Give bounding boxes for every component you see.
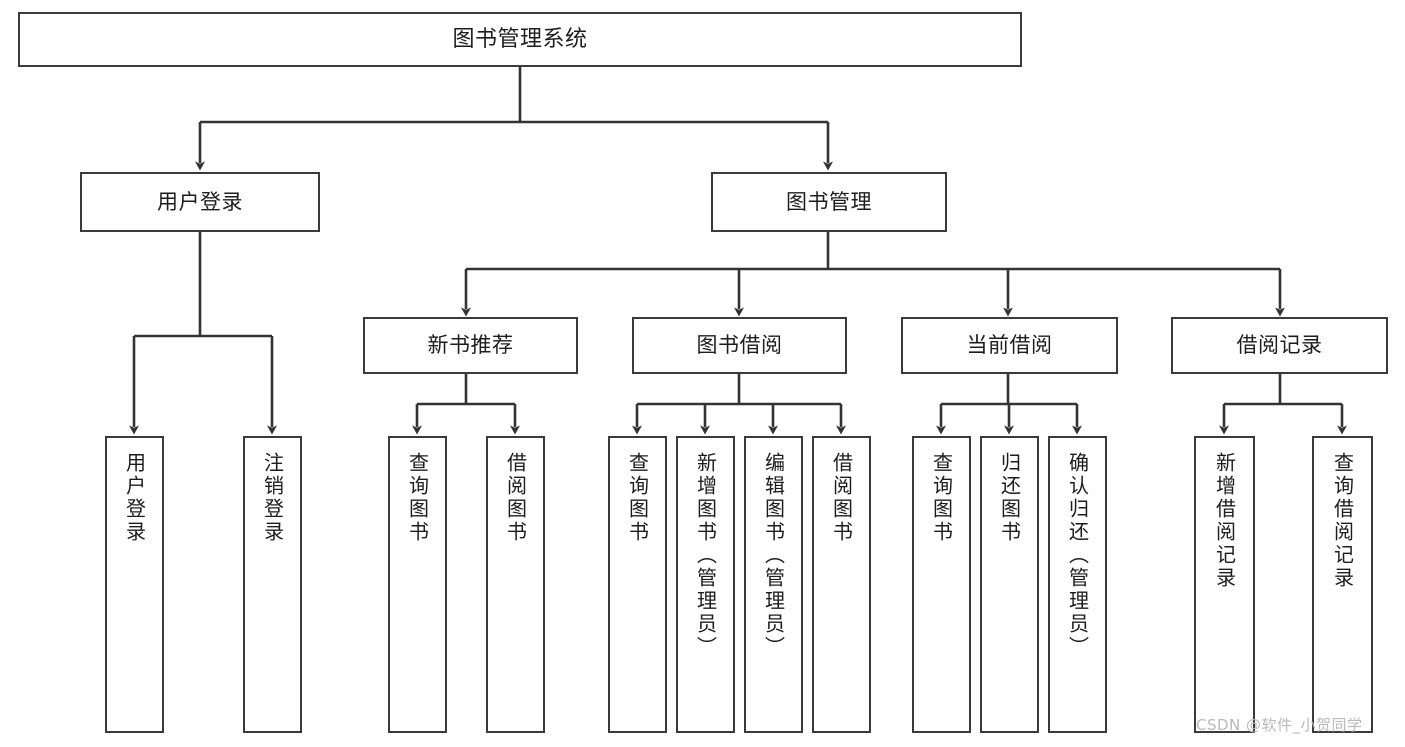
node-leaf-current-return-book[interactable]: 归还图书	[980, 436, 1039, 733]
node-label: 查询图书	[929, 452, 954, 544]
node-label: 查询图书	[405, 452, 430, 544]
node-label: 用户登录	[157, 189, 243, 214]
node-leaf-borrow-borrow-book[interactable]: 借阅图书	[812, 436, 871, 733]
node-new-book-recommend[interactable]: 新书推荐	[363, 317, 578, 374]
node-leaf-user-login-signout[interactable]: 注销登录	[243, 436, 302, 733]
node-borrow-record[interactable]: 借阅记录	[1171, 317, 1388, 374]
node-root-book-management-system[interactable]: 图书管理系统	[18, 12, 1022, 67]
node-label: 借阅图书	[829, 452, 854, 544]
node-label: 当前借阅	[966, 333, 1053, 358]
node-leaf-current-confirm-return-admin[interactable]: 确认归还（管理员）	[1048, 436, 1107, 733]
node-leaf-new-book-borrow[interactable]: 借阅图书	[486, 436, 545, 733]
node-leaf-current-query-book[interactable]: 查询图书	[912, 436, 971, 733]
node-label: 借阅图书	[503, 452, 528, 544]
node-current-borrow[interactable]: 当前借阅	[901, 317, 1118, 374]
node-label: 查询图书	[625, 452, 650, 544]
node-label: 编辑图书（管理员）	[761, 452, 786, 659]
node-label: 新增图书（管理员）	[693, 452, 718, 659]
node-label: 新增借阅记录	[1212, 452, 1237, 590]
node-leaf-record-query-record[interactable]: 查询借阅记录	[1312, 436, 1373, 733]
node-label: 用户登录	[122, 452, 147, 544]
node-label: 确认归还（管理员）	[1065, 452, 1090, 659]
node-label: 注销登录	[260, 452, 285, 544]
node-label: 图书管理	[786, 189, 872, 214]
node-leaf-borrow-add-book-admin[interactable]: 新增图书（管理员）	[676, 436, 735, 733]
node-label: 查询借阅记录	[1330, 452, 1355, 590]
node-book-management[interactable]: 图书管理	[711, 172, 947, 232]
node-leaf-user-login-signin[interactable]: 用户登录	[105, 436, 164, 733]
node-leaf-new-book-query[interactable]: 查询图书	[388, 436, 447, 733]
node-leaf-record-add-record[interactable]: 新增借阅记录	[1194, 436, 1255, 733]
node-label: 新书推荐	[427, 333, 514, 358]
csdn-watermark: CSDN @软件_小贺同学	[1196, 716, 1363, 734]
node-user-login[interactable]: 用户登录	[80, 172, 320, 232]
node-book-borrow[interactable]: 图书借阅	[632, 317, 847, 374]
node-leaf-borrow-query-book[interactable]: 查询图书	[608, 436, 667, 733]
node-label: 借阅记录	[1236, 333, 1323, 358]
node-label: 图书借阅	[696, 333, 783, 358]
node-leaf-borrow-edit-book-admin[interactable]: 编辑图书（管理员）	[744, 436, 803, 733]
node-label: 归还图书	[997, 452, 1022, 544]
node-label: 图书管理系统	[452, 26, 588, 52]
